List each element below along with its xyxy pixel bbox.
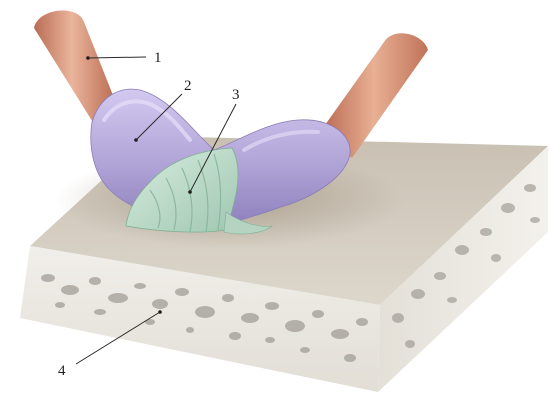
callout-4-label: 4 <box>58 363 66 379</box>
callout-1-label: 1 <box>154 50 162 66</box>
callout-2-label: 2 <box>184 78 192 94</box>
callout-3-label: 3 <box>232 87 240 103</box>
